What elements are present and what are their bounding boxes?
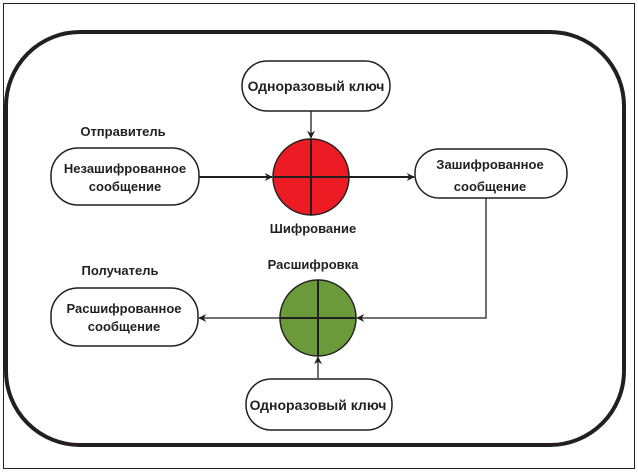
key-bottom-box: Одноразовый ключ — [245, 378, 393, 431]
receiver-label: Получатель — [82, 263, 159, 278]
encryption-node — [272, 138, 350, 216]
key-top-label: Одноразовый ключ — [248, 78, 385, 94]
ciphertext-label-line2: сообщение — [454, 179, 526, 194]
decryption-label: Расшифровка — [268, 257, 360, 272]
key-top-box: Одноразовый ключ — [241, 60, 391, 112]
decryption-node — [279, 279, 357, 357]
encryption-label: Шифрование — [270, 221, 356, 236]
plaintext-label-line1: Незашифрованное — [64, 161, 186, 176]
container-border — [4, 30, 626, 447]
ciphertext-box: Зашифрованное сообщение — [414, 148, 568, 199]
plaintext-label-line2: сообщение — [89, 179, 161, 194]
sender-label: Отправитель — [80, 124, 165, 139]
key-bottom-label: Одноразовый ключ — [250, 397, 387, 413]
plaintext-box: Незашифрованное сообщение — [50, 147, 200, 206]
outer-frame — [3, 3, 635, 469]
decrypted-label-line1: Расшифрованное — [67, 301, 182, 316]
arrow-ciphertext-to-decryption — [356, 198, 487, 322]
decrypted-box: Расшифрованное сообщение — [50, 287, 199, 347]
decrypted-label-line2: сообщение — [88, 319, 160, 334]
ciphertext-label-line1: Зашифрованное — [436, 157, 543, 172]
